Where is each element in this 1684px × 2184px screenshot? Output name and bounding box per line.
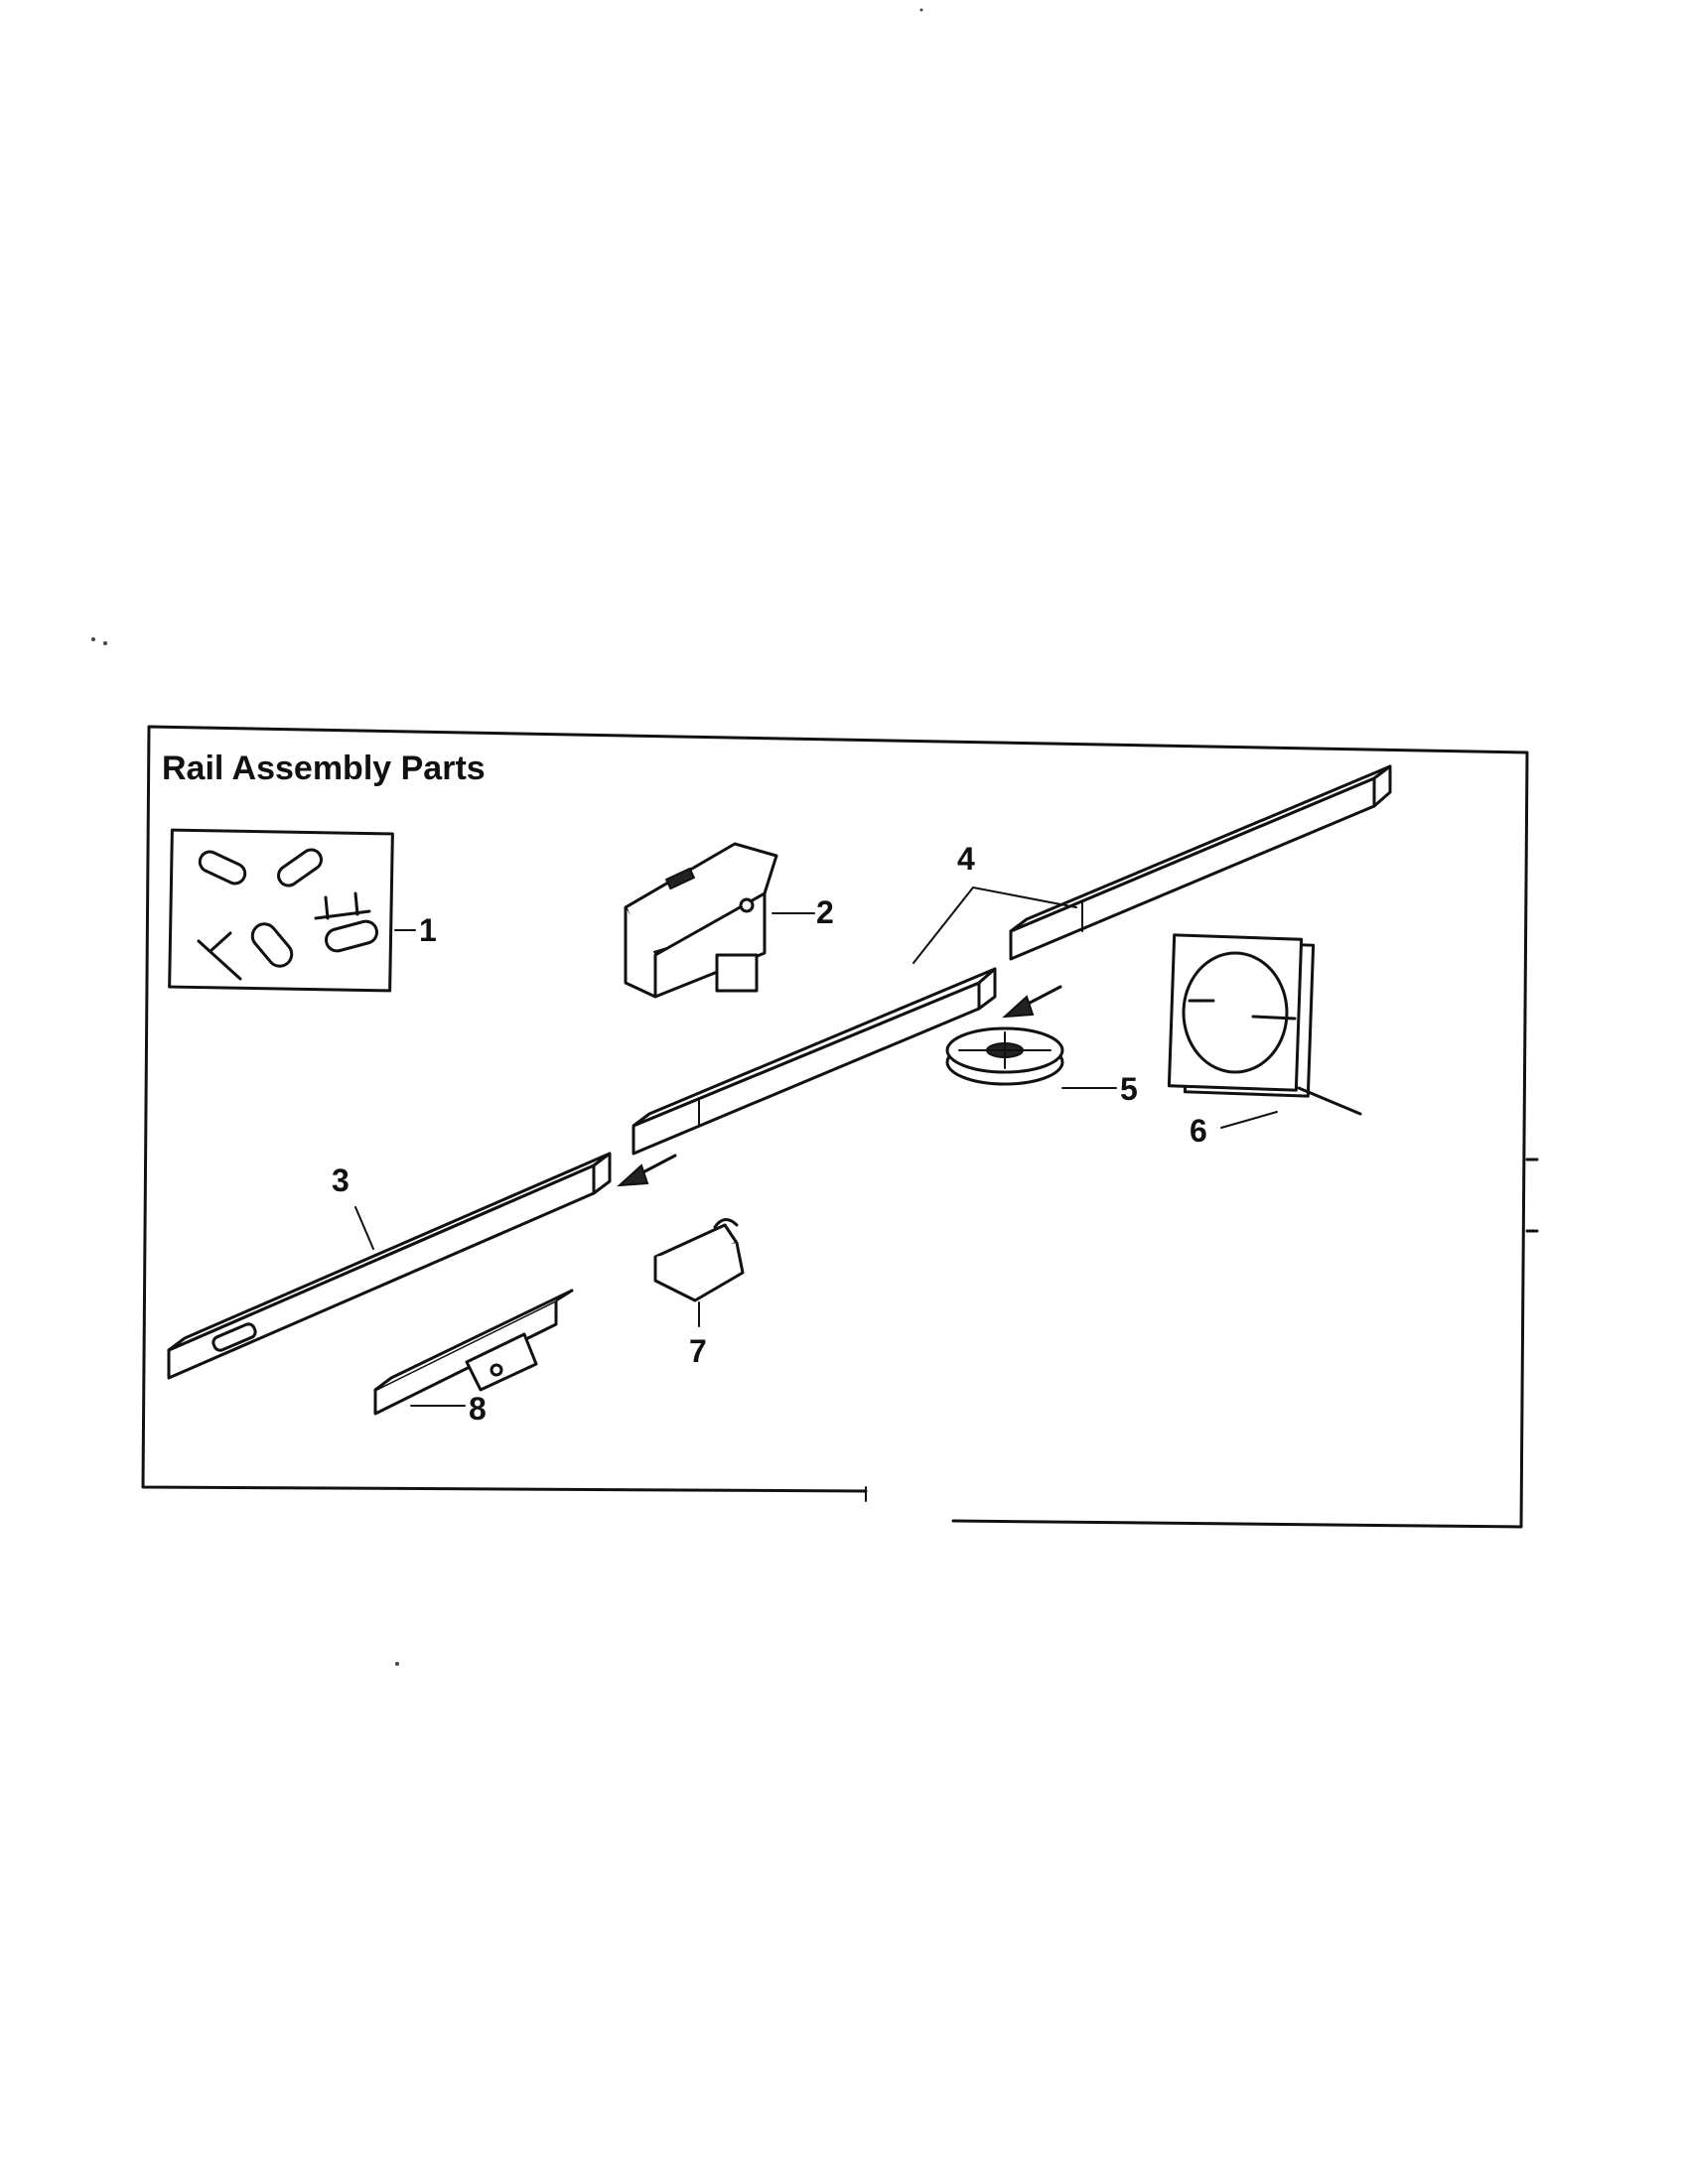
part-6-chain-box [1167,933,1362,1116]
part-7-bracket [653,1218,745,1302]
callout-8: 8 [469,1391,487,1427]
callout-6: 6 [1190,1113,1207,1149]
part-4-rail-middle [632,967,997,1156]
part-4-rail-upper [1009,764,1392,961]
arrow-rail-upper [1002,985,1062,1019]
diagram-frame [141,725,1539,1529]
callout-labels: 1 2 3 4 5 6 7 8 [332,841,1207,1427]
diagram-title: Rail Assembly Parts [162,750,486,787]
part-2-trolley [624,842,778,999]
part-8-door-bracket [373,1289,574,1416]
arrow-rail-lower [617,1154,677,1187]
callout-5: 5 [1120,1071,1138,1107]
callout-1: 1 [419,912,437,948]
part-3-rail-lower [167,1152,612,1380]
scan-specks [91,8,923,1666]
callout-7: 7 [689,1333,707,1369]
callout-3: 3 [332,1162,350,1198]
callout-2: 2 [816,894,834,930]
part-5-pulley [945,1026,1064,1086]
callout-4: 4 [957,841,975,877]
part-1-hardware-bag [168,828,394,993]
